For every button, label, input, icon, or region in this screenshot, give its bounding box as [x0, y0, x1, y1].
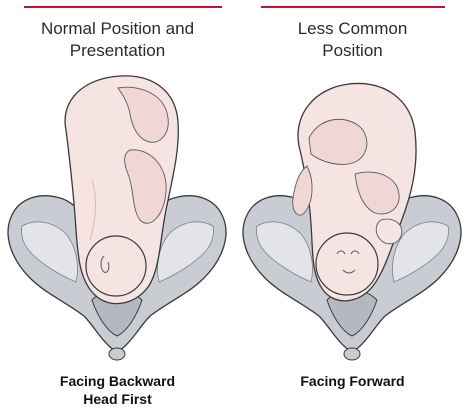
- title-rule: [261, 6, 445, 8]
- panel-caption-line-2: Head First: [0, 390, 235, 408]
- fetus-facing-forward-illustration: [235, 70, 470, 365]
- panel-title-line-1: Less Common: [235, 18, 470, 40]
- panel-title-line-2: Position: [235, 40, 470, 62]
- panel-title: Less Common Position: [235, 18, 470, 62]
- panel-caption-line-1: Facing Backward: [0, 372, 235, 390]
- fetus-head-down-illustration: [0, 70, 235, 365]
- panel-caption: Facing Forward: [235, 372, 470, 390]
- panel-caption: Facing Backward Head First: [0, 372, 235, 408]
- panel-less-common-position: Less Common Position Facing Forward: [235, 0, 470, 413]
- panel-title-line-1: Normal Position and: [0, 18, 235, 40]
- title-rule: [24, 6, 222, 8]
- panel-title-line-2: Presentation: [0, 40, 235, 62]
- panel-normal-position: Normal Position and Presentation Facing …: [0, 0, 235, 413]
- panel-title: Normal Position and Presentation: [0, 18, 235, 62]
- panel-caption-line-1: Facing Forward: [235, 372, 470, 390]
